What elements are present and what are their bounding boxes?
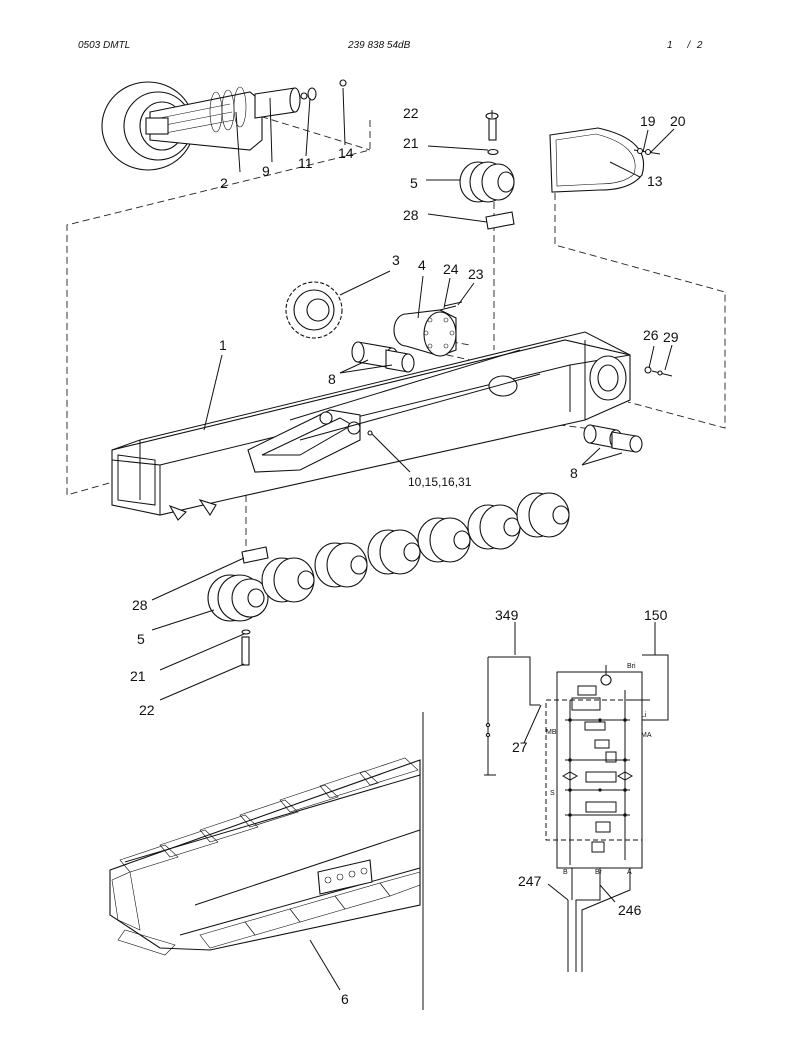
callout-13: 13 <box>647 173 663 189</box>
callout-5-top: 5 <box>410 175 418 191</box>
track-frame <box>111 331 631 521</box>
callout-23: 23 <box>468 266 484 282</box>
track-chain <box>109 712 424 1010</box>
port-b: B <box>563 869 568 876</box>
port-mb: MB <box>546 729 557 736</box>
callout-8-lower: 8 <box>570 465 578 481</box>
sprocket-and-motor <box>285 281 463 357</box>
callout-1: 1 <box>219 337 227 353</box>
bushings <box>351 341 673 453</box>
port-li: Li <box>641 712 647 719</box>
callout-22-bottom: 22 <box>139 702 155 718</box>
callout-21-bottom: 21 <box>130 668 146 684</box>
callout-4: 4 <box>418 257 426 273</box>
callout-2: 2 <box>220 175 228 191</box>
callout-29: 29 <box>663 329 679 345</box>
cover-plate <box>549 127 661 193</box>
header-page-indicator: 1 / 2 <box>667 40 702 51</box>
callout-28-bottom: 28 <box>132 597 148 613</box>
bottom-rollers <box>207 492 570 666</box>
callout-3: 3 <box>392 252 400 268</box>
callout-28-top: 28 <box>403 207 419 223</box>
callout-8-upper: 8 <box>328 371 336 387</box>
callout-20: 20 <box>670 113 686 129</box>
page-separator: / <box>687 40 691 51</box>
top-roller-assembly <box>459 112 515 230</box>
header-part-number: 239 838 54dB <box>348 40 411 51</box>
port-s: S <box>550 790 555 797</box>
port-bri: Bri <box>627 663 636 670</box>
callout-349: 349 <box>495 607 519 623</box>
idler-wheel-assembly <box>101 79 347 171</box>
header-code: 0503 DMTL <box>78 40 131 51</box>
callout-150: 150 <box>644 607 668 623</box>
callout-6: 6 <box>341 991 349 1007</box>
callout-leaders <box>151 87 675 991</box>
callout-19: 19 <box>640 113 656 129</box>
page-current: 1 <box>667 40 673 51</box>
page-total: 2 <box>696 40 703 51</box>
callout-21-top: 21 <box>403 135 419 151</box>
callout-246: 246 <box>618 902 642 918</box>
port-br: Br <box>595 869 603 876</box>
callout-247: 247 <box>518 873 542 889</box>
callout-14: 14 <box>338 145 354 161</box>
callout-labels: 22 21 5 28 2 9 11 14 19 20 13 3 4 24 23 … <box>130 105 686 1007</box>
callout-27: 27 <box>512 739 528 755</box>
callout-22-top: 22 <box>403 105 419 121</box>
callout-24: 24 <box>443 261 459 277</box>
port-a: A <box>627 869 632 876</box>
port-ma: MA <box>641 732 652 739</box>
callout-26: 26 <box>643 327 659 343</box>
callout-10-15-16-31: 10,15,16,31 <box>408 475 472 489</box>
hydraulic-schematic <box>484 654 669 972</box>
hydraulic-port-labels: Bri Li MB MA S B Br A <box>546 663 652 876</box>
callout-5-bottom: 5 <box>137 631 145 647</box>
callout-9: 9 <box>262 163 270 179</box>
callout-11: 11 <box>298 155 313 171</box>
